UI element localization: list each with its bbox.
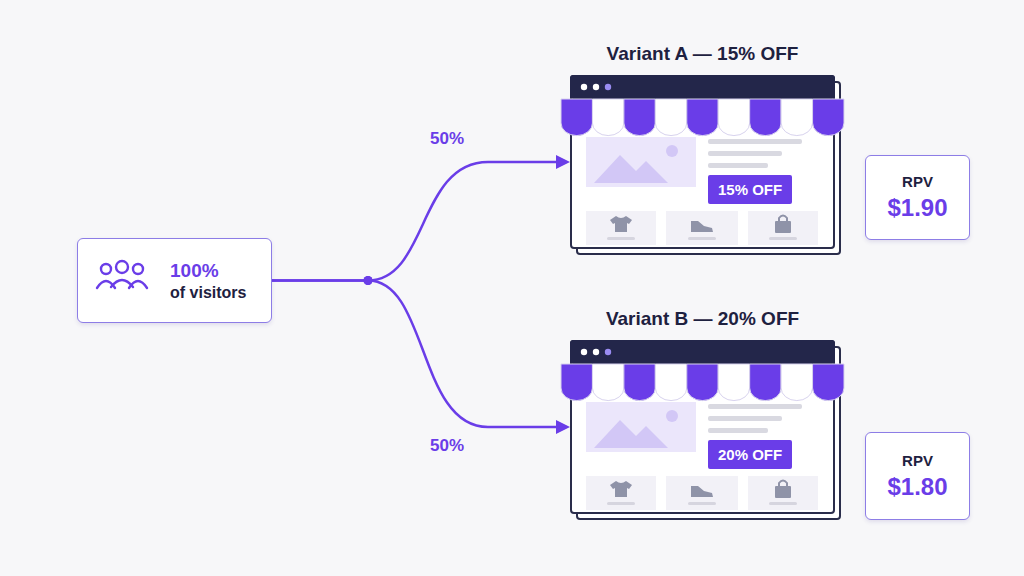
button-text: 15% OFF xyxy=(718,181,782,198)
rpv-box: RPV $1.80 xyxy=(865,432,970,520)
source-box: 100% of visitors xyxy=(77,238,272,323)
discount-button: 20% OFF xyxy=(708,440,792,469)
metric-value: $1.90 xyxy=(887,194,947,222)
metric-name: RPV xyxy=(902,173,933,190)
storefront-illustration xyxy=(570,75,835,249)
percentage-text: 100% xyxy=(170,260,257,282)
split-arrow xyxy=(272,276,570,434)
split-percentage: 50% xyxy=(427,435,467,457)
rpv-box: RPV $1.90 xyxy=(865,155,970,240)
storefront-window: Variant B — 20% OFF20% OFF xyxy=(570,340,835,514)
button-text: 20% OFF xyxy=(718,446,782,463)
variant-title: Variant B — 20% OFF xyxy=(552,308,853,330)
people-icon xyxy=(94,259,150,303)
caption-text: of visitors xyxy=(170,284,257,302)
discount-button: 15% OFF xyxy=(708,175,792,204)
storefront-illustration xyxy=(570,340,835,514)
split-arrow xyxy=(272,155,570,285)
variant-title: Variant A — 15% OFF xyxy=(552,43,853,65)
storefront-window: Variant A — 15% OFF15% OFF xyxy=(570,75,835,249)
metric-value: $1.80 xyxy=(887,473,947,501)
split-percentage: 50% xyxy=(427,128,467,150)
metric-name: RPV xyxy=(902,452,933,469)
